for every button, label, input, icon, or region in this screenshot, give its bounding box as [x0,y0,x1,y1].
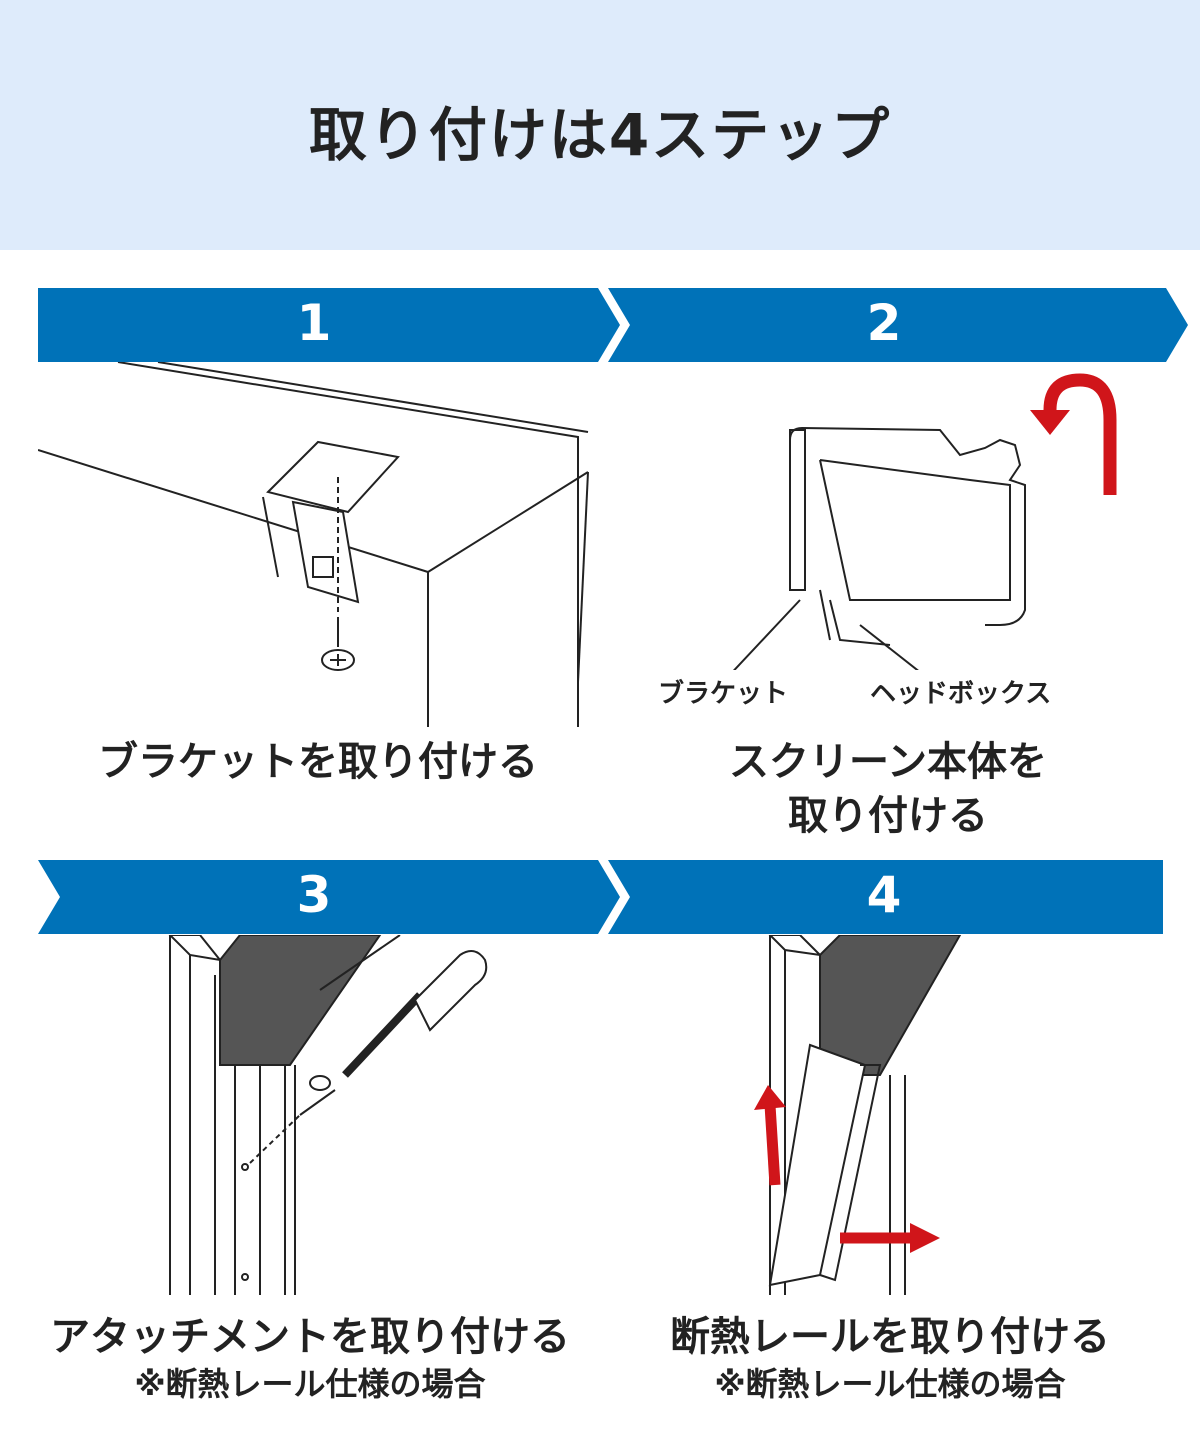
step-1-caption-text: ブラケットを取り付ける [98,739,538,785]
step-4-caption-text: 断熱レールを取り付ける [670,1314,1110,1360]
header-banner: 取り付けは4ステップ [0,0,1200,250]
step-3-caption: アタッチメントを取り付ける ※断熱レール仕様の場合 [20,1310,600,1404]
step-2-caption-line2: 取り付ける [788,793,988,839]
page-title: 取り付けは4ステップ [308,101,892,169]
bracket-install-illustration [38,362,589,727]
headbox-profile-illustration [733,373,1117,670]
step-3-number: 3 [296,866,332,924]
step-2-number: 2 [866,294,902,352]
headbox-label: ヘッドボックス [870,679,1052,709]
step-2-banner [608,288,1188,362]
up-turn-arrow-icon [1043,373,1117,495]
attachment-install-illustration [168,935,488,1295]
step-2-caption-line1: スクリーン本体を [729,739,1047,785]
step-3-banner [38,860,620,934]
bracket-label: ブラケット [658,679,789,709]
step-1-number: 1 [296,294,332,352]
step-1-caption: ブラケットを取り付ける [38,735,598,789]
step-4-number: 4 [866,866,902,924]
step-1-banner [38,288,620,362]
step-2-caption: スクリーン本体を 取り付ける [608,735,1168,843]
up-arrow-icon [764,1104,781,1186]
step-4-banner [608,860,1163,934]
step-3-caption-text: アタッチメントを取り付ける [50,1314,570,1360]
step-4-note: ※断熱レール仕様の場合 [714,1365,1066,1403]
step-4-caption: 断熱レールを取り付ける ※断熱レール仕様の場合 [600,1310,1180,1404]
step-3-note: ※断熱レール仕様の場合 [134,1365,486,1403]
insulation-rail-illustration [754,935,962,1295]
